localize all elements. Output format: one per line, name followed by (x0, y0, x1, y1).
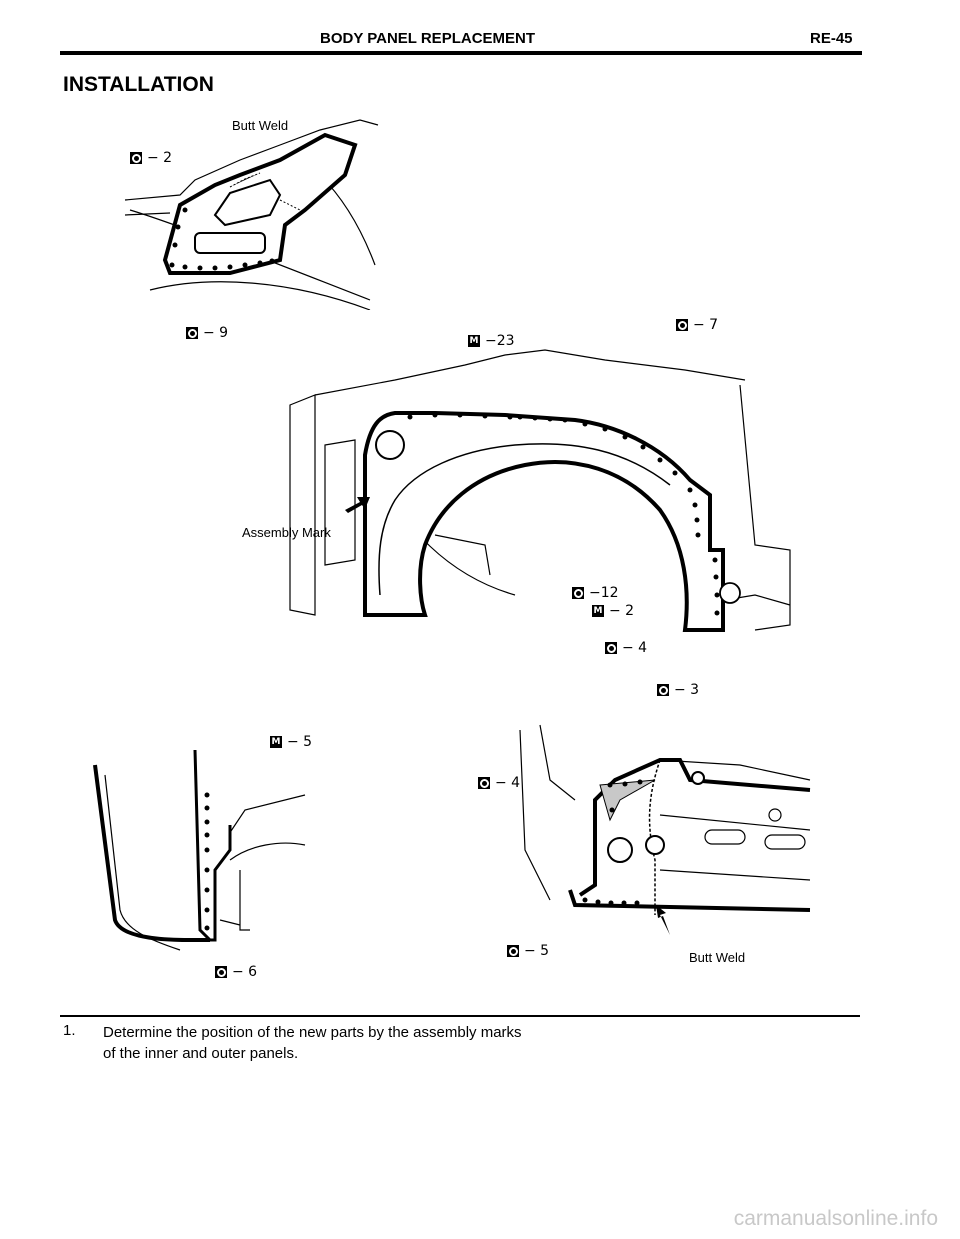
assembly-mark-label: Assembly Mark (242, 525, 331, 540)
spot-weld-icon (657, 684, 669, 696)
butt-weld-label-top: Butt Weld (232, 118, 289, 133)
weld-tag-o4-bottom: − 4 (478, 775, 520, 791)
step-text: Determine the position of the new parts … (103, 1024, 522, 1062)
figure-rocker-joint (519, 724, 811, 935)
mig-weld-icon: M (270, 736, 282, 748)
weld-tag-m5: M− 5 (270, 734, 313, 750)
weld-tag-o4-middle: − 4 (605, 640, 647, 656)
mig-weld-icon: M (468, 335, 480, 347)
page-header-title: BODY PANEL REPLACEMENT (320, 30, 536, 47)
weld-tag-o3: − 3 (657, 682, 699, 698)
weld-tag-m23: M−23 (468, 333, 515, 349)
weld-tag-o2: − 2 (130, 150, 172, 166)
spot-weld-icon (507, 945, 519, 957)
mig-weld-icon: M (592, 605, 604, 617)
weld-tag-o12: −12 (572, 585, 619, 601)
butt-weld-label-bottom: Butt Weld (689, 950, 746, 965)
figure-wheelhouse (289, 349, 791, 632)
spot-weld-icon (676, 319, 688, 331)
spot-weld-icon (572, 587, 584, 599)
header-rule (60, 51, 862, 55)
page-code: RE-45 (810, 30, 853, 47)
watermark: carmanualsonline.info (733, 1207, 938, 1230)
weld-tag-o9: − 9 (186, 325, 228, 341)
section-title: INSTALLATION (63, 73, 214, 96)
figure-upper-panel (124, 119, 379, 310)
spot-weld-icon (478, 777, 490, 789)
weld-tag-o7: − 7 (676, 317, 718, 333)
spot-weld-icon (186, 327, 198, 339)
step-number: 1. (63, 1022, 76, 1039)
figure-pillar-lower (93, 749, 306, 951)
spot-weld-icon (605, 642, 617, 654)
weld-tag-o5: − 5 (507, 943, 549, 959)
spot-weld-icon (215, 966, 227, 978)
spot-weld-icon (130, 152, 142, 164)
weld-tag-o6: − 6 (215, 964, 257, 980)
weld-tag-m2: M− 2 (592, 603, 635, 619)
step-rule (60, 1015, 860, 1017)
